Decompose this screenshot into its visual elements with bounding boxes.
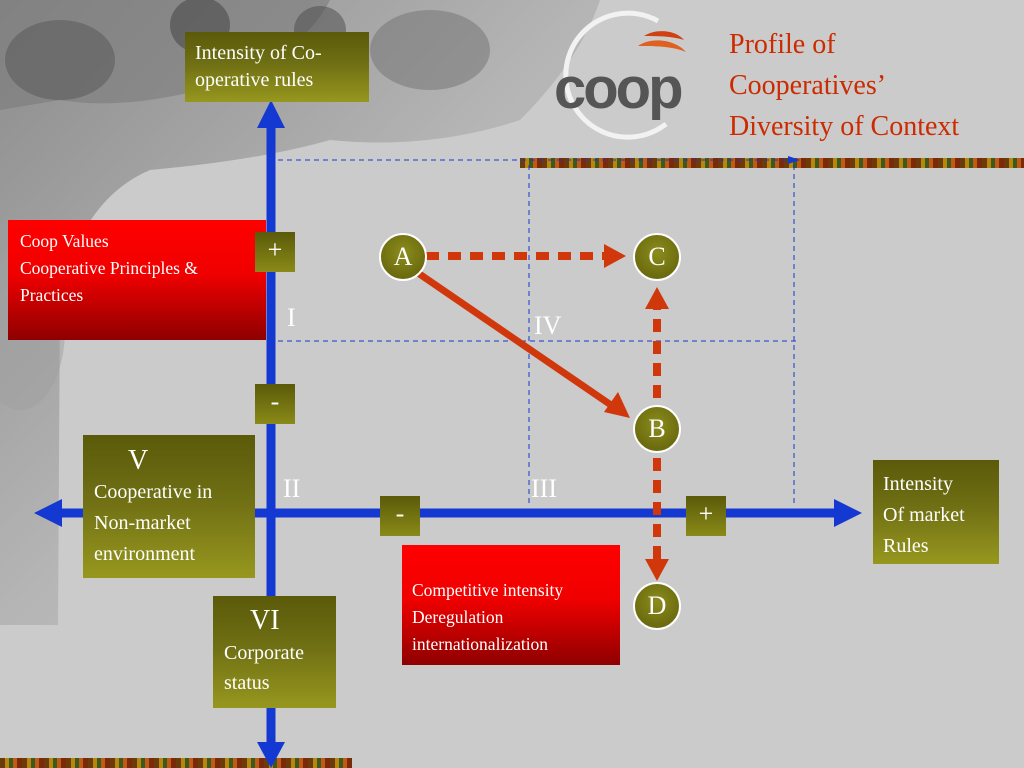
quadrant-iii-label: III <box>531 474 557 503</box>
y-axis-label-line-1: Intensity of Co- <box>195 42 322 64</box>
node-c: C <box>633 233 681 281</box>
quadrant-v-numeral: V <box>128 445 149 476</box>
node-d: D <box>633 582 681 630</box>
quadrant-i-label: I <box>287 303 296 332</box>
quadrant-ii-label: II <box>283 474 301 503</box>
decorative-band <box>520 158 1024 168</box>
quadrant-vi-line-1: Corporate <box>224 642 304 664</box>
y-axis-minus-sign: - <box>255 384 295 424</box>
node-a: A <box>379 233 427 281</box>
quadrant-vi-numeral: VI <box>250 605 280 636</box>
slide-title: Profile of Cooperatives’ Diversity of Co… <box>729 24 1019 147</box>
node-b: B <box>633 405 681 453</box>
coop-logo: coop <box>554 10 686 140</box>
competitive-line-3: internationalization <box>412 634 549 654</box>
decorative-band-bottom <box>0 758 352 768</box>
quadrant-v-line-2: Non-market <box>94 512 191 534</box>
quadrant-v-box: V Cooperative in Non-market environment <box>83 435 255 578</box>
quadrant-iv-label: IV <box>534 311 562 340</box>
coop-values-box: Coop Values Cooperative Principles & Pra… <box>8 220 266 340</box>
quadrant-vi-box: VI Corporate status <box>213 596 336 708</box>
small-blue-arrowhead <box>788 156 800 164</box>
x-axis-minus-sign: - <box>380 496 420 536</box>
axes <box>34 100 862 768</box>
competitive-line-1: Competitive intensity <box>412 580 564 600</box>
y-axis-label: Intensity of Co- operative rules <box>185 32 369 102</box>
x-axis-label: Intensity Of market Rules <box>873 460 999 564</box>
competitive-intensity-box: Competitive intensity Deregulation inter… <box>402 545 620 665</box>
coop-values-line-3: Practices <box>20 285 84 305</box>
title-line-2: Cooperatives’ <box>729 70 887 101</box>
y-axis-label-line-2: operative rules <box>195 69 314 91</box>
title-line-3: Diversity of Context <box>729 111 960 142</box>
quadrant-v-line-1: Cooperative in <box>94 481 213 503</box>
competitive-line-2: Deregulation <box>412 607 504 627</box>
title-line-1: Profile of <box>729 29 836 60</box>
grid-lines <box>278 159 796 504</box>
x-axis-label-line-2: Of market <box>883 504 965 526</box>
coop-values-line-2: Cooperative Principles & <box>20 258 198 278</box>
quadrant-v-line-3: environment <box>94 543 196 565</box>
x-axis-plus-sign: + <box>686 496 726 536</box>
x-axis-label-line-1: Intensity <box>883 473 953 495</box>
x-axis-label-line-3: Rules <box>883 535 929 557</box>
svg-text:coop: coop <box>554 56 682 121</box>
arrow-a-to-b <box>416 270 613 408</box>
y-axis-plus-sign: + <box>255 232 295 272</box>
quadrant-vi-line-2: status <box>224 672 270 694</box>
coop-values-line-1: Coop Values <box>20 231 109 251</box>
